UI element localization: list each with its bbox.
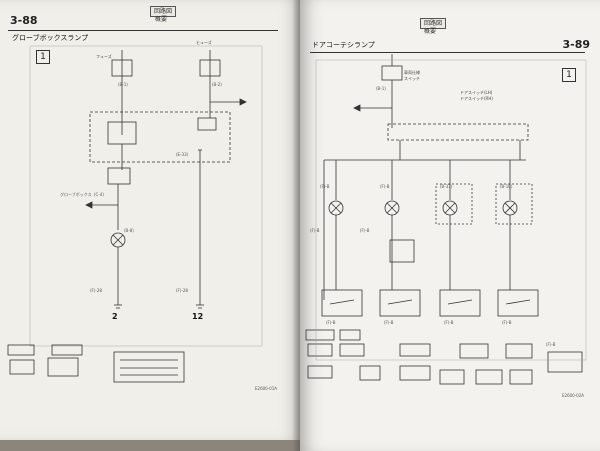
left-section-title: グローブボックスランプ	[12, 34, 89, 42]
svg-text:(F)-B: (F)-B	[320, 184, 330, 189]
right-note-1: ドアスイッチ(LH)	[460, 90, 493, 95]
right-page-number: 3-89	[562, 38, 590, 51]
right-wiring-diagram: (B-1) (F)-B (F)-B (B-33) (B-10) (F)-B (F…	[305, 54, 587, 385]
right-legend-1: 車両仕様	[404, 70, 420, 75]
svg-text:(E-33): (E-33)	[176, 152, 189, 157]
right-legend-2: スイッチ	[404, 76, 420, 81]
left-fuse-label-1: フューズ	[96, 54, 112, 59]
svg-text:(B-2): (B-2)	[212, 82, 222, 87]
svg-text:(B-33): (B-33)	[440, 184, 453, 189]
right-page: 3-89 回路図 概要 ドアコーテシランプ 1	[300, 0, 600, 451]
svg-text:(F)-B: (F)-B	[380, 184, 390, 189]
svg-text:(F)-B: (F)-B	[384, 320, 394, 325]
svg-text:(F)-B: (F)-B	[326, 320, 336, 325]
svg-text:(F)-B: (F)-B	[444, 320, 454, 325]
right-note-2: ドアスイッチ(RH)	[460, 96, 493, 101]
left-page-number: 3-88	[10, 14, 38, 27]
left-page: 3-88 回路図 概要 グローブボックスランプ 1	[0, 0, 300, 440]
left-header-rule	[8, 30, 278, 31]
svg-text:グローブボックス: グローブボックス	[60, 191, 92, 197]
left-fuse-label-2: ヒューズ	[196, 40, 212, 45]
right-header-rule	[310, 52, 585, 53]
svg-text:(F)-28: (F)-28	[90, 288, 102, 293]
svg-text:(F)-B: (F)-B	[310, 228, 320, 233]
svg-text:(B-8): (B-8)	[124, 228, 134, 233]
terminal-2: 2	[112, 312, 118, 321]
right-doc-code: E2600-02A	[562, 393, 584, 398]
svg-text:(F)-B: (F)-B	[502, 320, 512, 325]
right-figure-label: 1	[562, 68, 576, 82]
svg-text:(F)-B: (F)-B	[546, 342, 556, 347]
svg-text:(B-1): (B-1)	[118, 82, 128, 87]
left-doc-code: E2600-01A	[255, 386, 277, 391]
left-figure-label: 1	[36, 50, 50, 64]
svg-text:(C-4): (C-4)	[94, 192, 104, 197]
left-wiring-diagram: (B-1) (B-2) (C-4) (B-8) (F)-28 (F)-28 (E…	[7, 45, 263, 383]
right-section-title: ドアコーテシランプ	[312, 41, 375, 49]
right-header-tab: 回路図	[420, 18, 447, 29]
svg-text:(F)-B: (F)-B	[360, 228, 370, 233]
left-header-tab: 回路図	[150, 6, 177, 17]
left-header-sub: 概要	[155, 16, 168, 23]
terminal-12: 12	[192, 312, 204, 321]
svg-text:(F)-28: (F)-28	[176, 288, 188, 293]
right-header-sub: 概要	[424, 28, 437, 35]
svg-text:(B-10): (B-10)	[500, 184, 513, 189]
svg-text:(B-1): (B-1)	[376, 86, 386, 91]
